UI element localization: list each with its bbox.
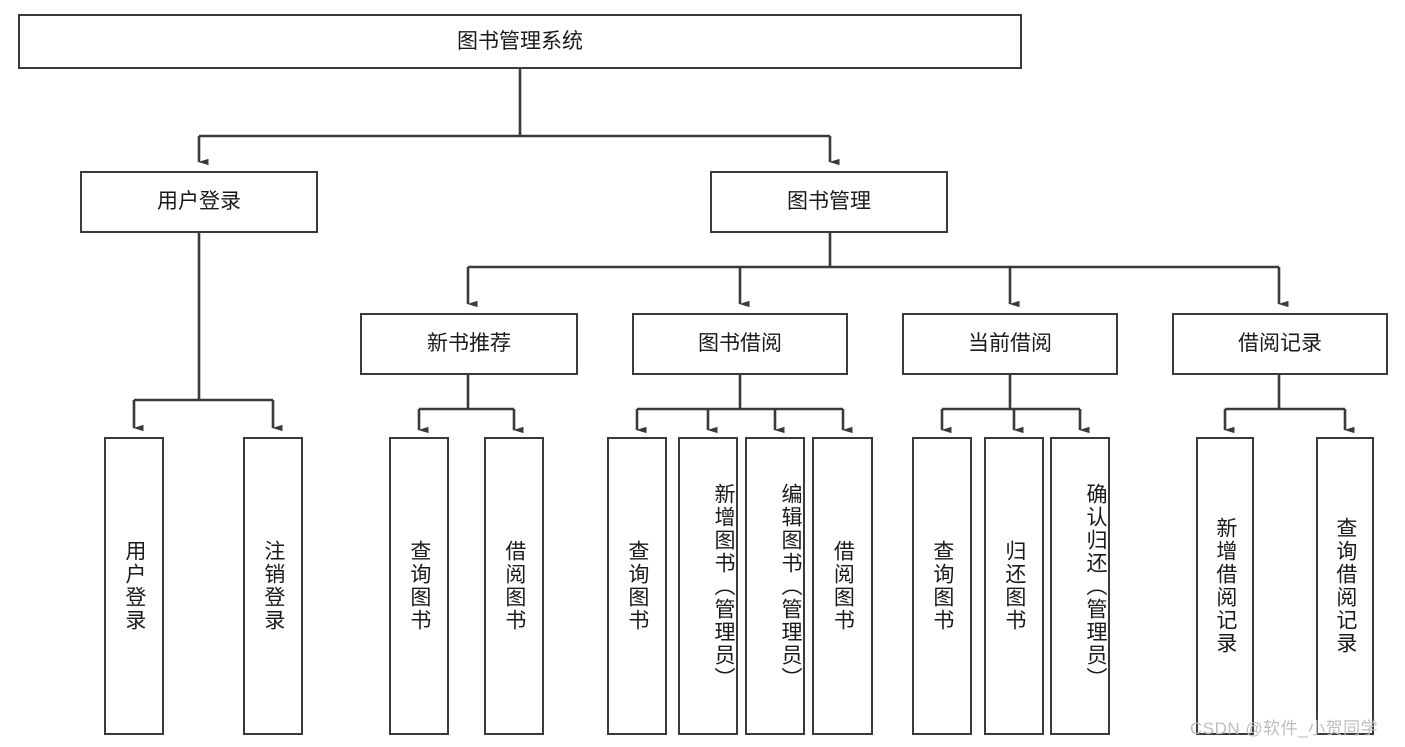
node-book-manage[interactable]: 图书管理: [710, 171, 948, 233]
node-leaf-user-login[interactable]: 用户登录: [104, 437, 164, 735]
node-leaf-query-book-borrow[interactable]: 查询图书: [607, 437, 667, 735]
node-leaf-query-borrow-record[interactable]: 查询借阅记录: [1316, 437, 1374, 735]
node-leaf-add-book-admin[interactable]: 新增图书（管理员）: [678, 437, 738, 735]
node-leaf-edit-book-admin[interactable]: 编辑图书（管理员）: [745, 437, 805, 735]
node-leaf-add-borrow-record[interactable]: 新增借阅记录: [1196, 437, 1254, 735]
csdn-watermark: CSDN @软件_小贺同学: [1190, 719, 1379, 738]
node-root-title[interactable]: 图书管理系统: [18, 14, 1022, 69]
node-user-login[interactable]: 用户登录: [80, 171, 318, 233]
node-leaf-borrow-book[interactable]: 借阅图书: [812, 437, 873, 735]
node-new-book-recommend[interactable]: 新书推荐: [360, 313, 578, 375]
node-leaf-borrow-book-newbook[interactable]: 借阅图书: [484, 437, 544, 735]
node-leaf-query-book-current[interactable]: 查询图书: [912, 437, 972, 735]
node-leaf-logout[interactable]: 注销登录: [243, 437, 303, 735]
node-leaf-query-book-newbook[interactable]: 查询图书: [389, 437, 449, 735]
node-leaf-return-book[interactable]: 归还图书: [984, 437, 1044, 735]
node-book-borrow[interactable]: 图书借阅: [632, 313, 848, 375]
node-leaf-confirm-return-admin[interactable]: 确认归还（管理员）: [1050, 437, 1110, 735]
node-borrow-record[interactable]: 借阅记录: [1172, 313, 1388, 375]
node-current-borrow[interactable]: 当前借阅: [902, 313, 1118, 375]
